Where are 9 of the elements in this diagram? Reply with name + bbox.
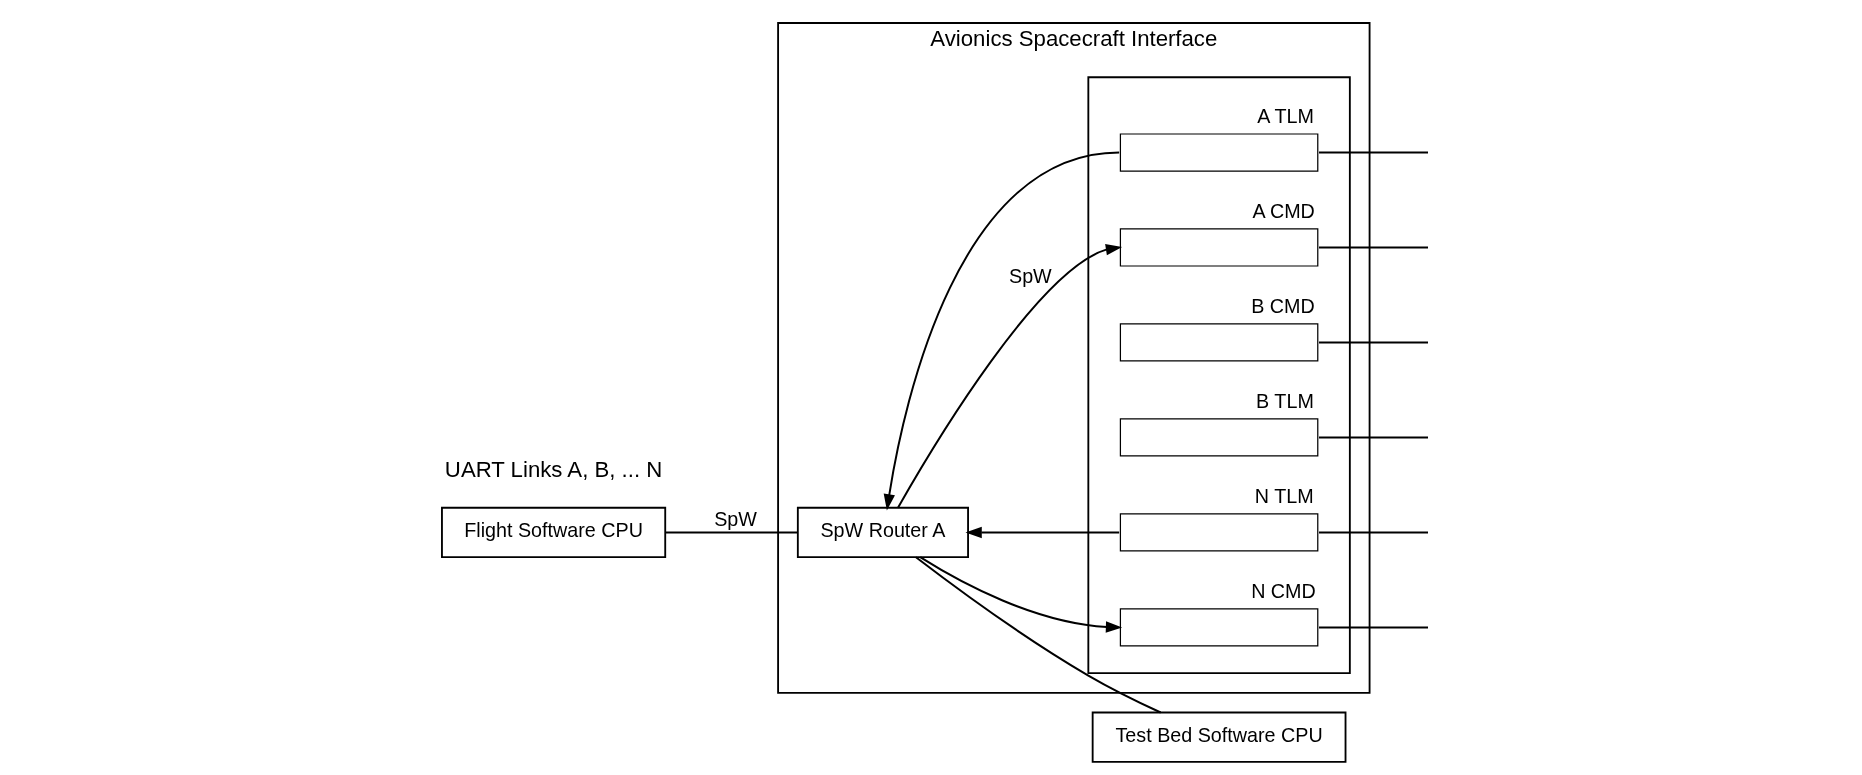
- edge-label: SpW: [713, 508, 757, 531]
- node-label: N TLM: [1254, 484, 1314, 507]
- node-label: A TLM: [1256, 104, 1314, 127]
- edge-label: SpW: [1008, 265, 1052, 288]
- node-label: B CMD: [1250, 294, 1315, 317]
- node-label: B TLM: [1255, 389, 1314, 412]
- node-label: A CMD: [1251, 199, 1315, 222]
- node-label: N CMD: [1250, 579, 1316, 602]
- label: UART Links A, B, ... N: [444, 457, 662, 483]
